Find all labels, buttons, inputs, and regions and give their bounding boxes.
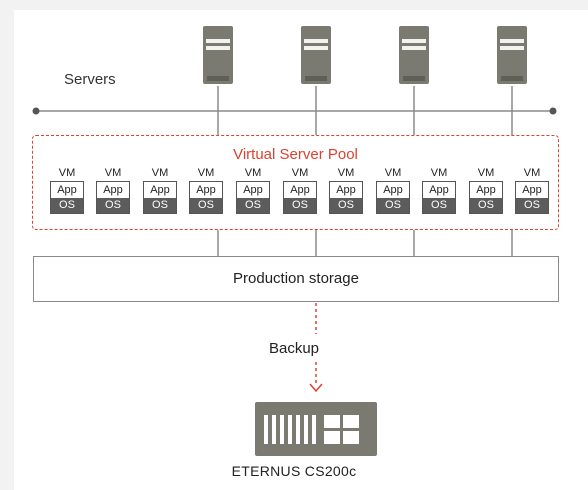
vm-app: App (336, 184, 356, 196)
vm-label: VM (291, 167, 309, 179)
vm-instance: VM App OS (469, 167, 503, 214)
vm-stack: App OS (189, 181, 223, 214)
vm-instance: VM App OS (96, 167, 130, 214)
backup-arrowhead (309, 383, 323, 393)
vm-stack: App OS (376, 181, 410, 214)
server-icon (301, 26, 331, 84)
vm-app: App (429, 184, 449, 196)
server-icon (399, 26, 429, 84)
production-storage: Production storage (33, 256, 559, 302)
vm-app: App (522, 184, 542, 196)
vm-os: OS (330, 198, 362, 213)
vm-label: VM (151, 167, 169, 179)
servers-label: Servers (64, 71, 116, 88)
device-label: ETERNUS CS200c (231, 463, 357, 479)
vm-app: App (196, 184, 216, 196)
vm-instance: VM App OS (236, 167, 270, 214)
vm-stack: App OS (50, 181, 84, 214)
vm-stack: App OS (236, 181, 270, 214)
vm-label: VM (477, 167, 495, 179)
vm-app: App (57, 184, 77, 196)
vm-os: OS (144, 198, 176, 213)
vm-os: OS (377, 198, 409, 213)
vm-stack: App OS (283, 181, 317, 214)
pool-title: Virtual Server Pool (233, 146, 358, 163)
vm-os: OS (237, 198, 269, 213)
vm-os: OS (470, 198, 502, 213)
vm-os: OS (190, 198, 222, 213)
vm-label: VM (337, 167, 355, 179)
server-icon (203, 26, 233, 84)
vm-instance: VM App OS (376, 167, 410, 214)
vm-instance: VM App OS (50, 167, 84, 214)
vm-instance: VM App OS (515, 167, 549, 214)
vm-os: OS (516, 198, 548, 213)
vm-stack: App OS (422, 181, 456, 214)
vm-label: VM (523, 167, 541, 179)
vm-label: VM (430, 167, 448, 179)
vm-instance: VM App OS (283, 167, 317, 214)
vm-instance: VM App OS (422, 167, 456, 214)
vm-app: App (243, 184, 263, 196)
vm-os: OS (97, 198, 129, 213)
vm-stack: App OS (96, 181, 130, 214)
bus-end-left (32, 107, 40, 115)
vm-stack: App OS (515, 181, 549, 214)
vm-stack: App OS (143, 181, 177, 214)
vm-stack: App OS (469, 181, 503, 214)
vm-os: OS (423, 198, 455, 213)
server-icon (497, 26, 527, 84)
vm-os: OS (284, 198, 316, 213)
vm-app: App (476, 184, 496, 196)
vm-instance: VM App OS (189, 167, 223, 214)
virtual-server-pool: Virtual Server Pool VM App OS VM App OS … (32, 135, 559, 230)
vm-instance: VM App OS (329, 167, 363, 214)
vm-os: OS (51, 198, 83, 213)
vm-app: App (290, 184, 310, 196)
vm-label: VM (244, 167, 262, 179)
vm-label: VM (58, 167, 76, 179)
vm-instance: VM App OS (143, 167, 177, 214)
storage-appliance-icon (255, 402, 377, 456)
vm-stack: App OS (329, 181, 363, 214)
vm-label: VM (104, 167, 122, 179)
vm-app: App (383, 184, 403, 196)
vm-label: VM (384, 167, 402, 179)
backup-label: Backup (268, 340, 320, 357)
bus-end-right (549, 107, 557, 115)
vm-label: VM (197, 167, 215, 179)
vm-app: App (150, 184, 170, 196)
vm-app: App (103, 184, 123, 196)
